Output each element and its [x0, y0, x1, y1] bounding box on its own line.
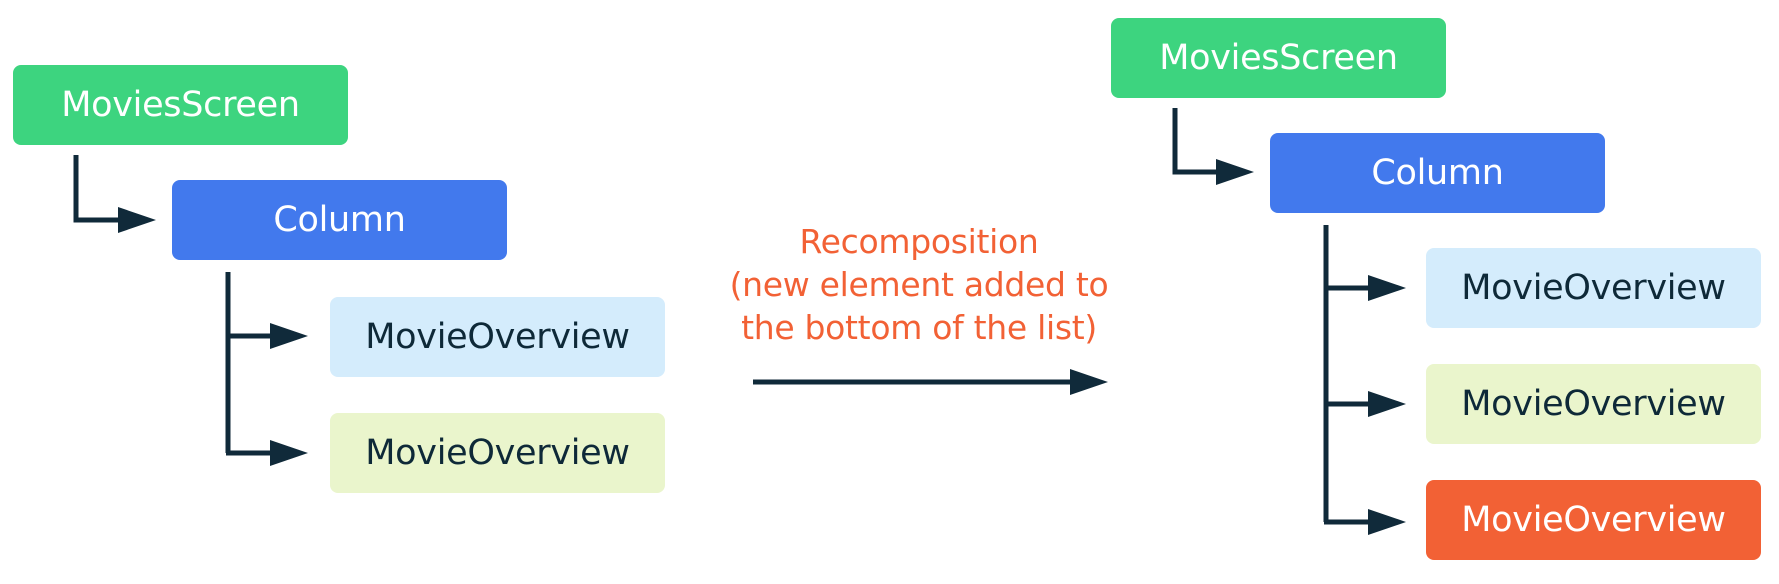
before-movie-overview-node-2: MovieOverview [330, 413, 665, 493]
before-child-1-arrowhead [270, 323, 308, 349]
node-label: Column [273, 200, 406, 240]
before-movies-screen-node: MoviesScreen [13, 65, 348, 145]
after-movie-overview-node-new: MovieOverview [1426, 480, 1761, 560]
node-label: MovieOverview [1461, 384, 1726, 424]
node-label: MoviesScreen [61, 85, 300, 125]
node-label: MovieOverview [1461, 268, 1726, 308]
after-column-node: Column [1270, 133, 1605, 213]
after-child-2-arrowhead [1368, 391, 1406, 417]
after-screen-to-column-connector [1172, 108, 1224, 175]
after-movie-overview-node-1: MovieOverview [1426, 248, 1761, 328]
after-movies-screen-node: MoviesScreen [1111, 18, 1446, 98]
before-column-node: Column [172, 180, 507, 260]
node-label: MovieOverview [1461, 500, 1726, 540]
caption-line-2: (new element added to [729, 265, 1109, 304]
node-label: MovieOverview [365, 433, 630, 473]
node-label: MovieOverview [365, 317, 630, 357]
after-child-1-arrowhead [1368, 275, 1406, 301]
node-label: Column [1371, 153, 1504, 193]
after-movie-overview-node-2: MovieOverview [1426, 364, 1761, 444]
recomposition-arrowhead [1070, 369, 1108, 395]
before-column-arrowhead [118, 207, 156, 233]
after-child-3-arrowhead [1368, 509, 1406, 535]
caption-line-3: the bottom of the list) [741, 308, 1097, 347]
recomposition-caption: Recomposition (new element added to the … [704, 220, 1134, 349]
before-screen-to-column-connector [73, 155, 126, 223]
node-label: MoviesScreen [1159, 38, 1398, 78]
after-column-arrowhead [1216, 159, 1254, 185]
before-child-2-arrowhead [270, 440, 308, 466]
before-movie-overview-node-1: MovieOverview [330, 297, 665, 377]
caption-line-1: Recomposition [799, 222, 1039, 261]
